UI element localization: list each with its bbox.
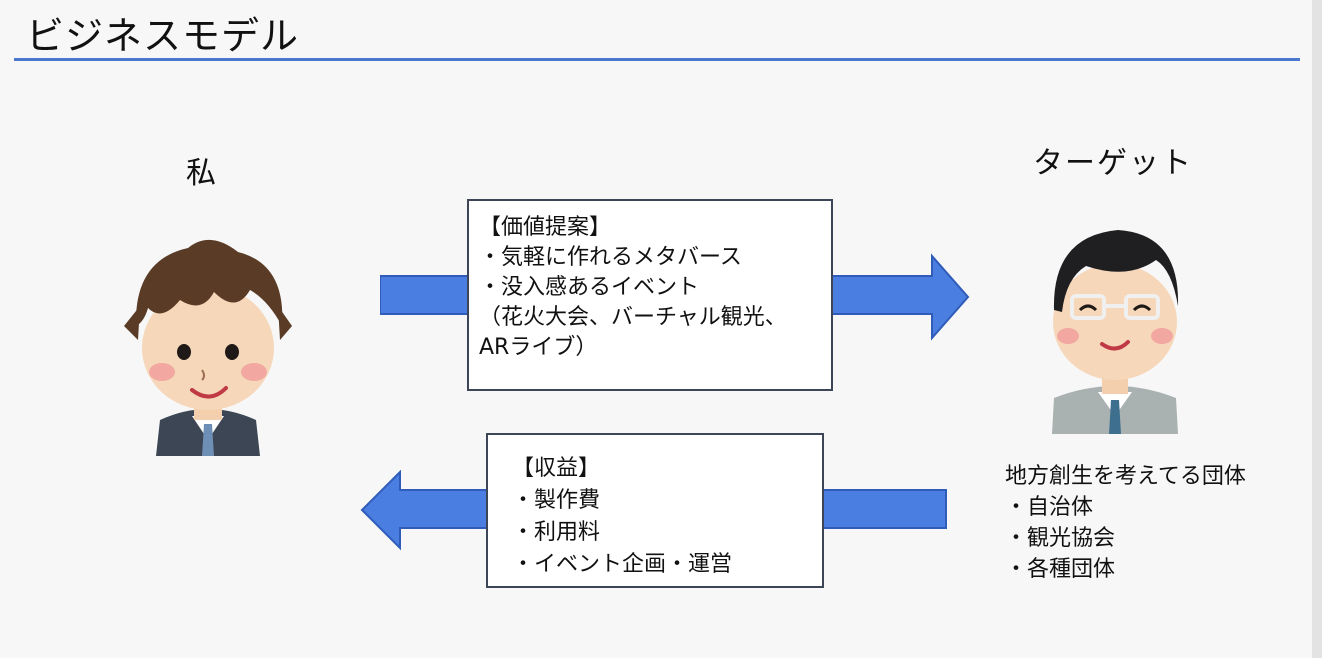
value-proposition-box: 【価値提案】 ・気軽に作れるメタバース ・没入感あるイベント （花火大会、バーチ… (467, 199, 833, 391)
me-avatar-icon (124, 239, 292, 456)
right-edge-strip (1312, 0, 1322, 658)
target-description-item: ・各種団体 (1005, 557, 1116, 582)
target-description: 地方創生を考えてる団体 ・自治体 ・観光協会 ・各種団体 (1005, 461, 1246, 585)
value-proposition-item: ・没入感あるイベント (479, 275, 700, 300)
revenue-item: ・利用料 (512, 520, 601, 545)
me-label: 私 (186, 156, 216, 191)
target-description-heading: 地方創生を考えてる団体 (1005, 464, 1246, 489)
value-proposition-item: ARライブ） (479, 335, 598, 360)
value-proposition-item: （花火大会、バーチャル観光、 (479, 305, 787, 330)
revenue-box: 【収益】 ・製作費 ・利用料 ・イベント企画・運営 (486, 433, 824, 588)
target-label: ターゲット (1033, 146, 1193, 181)
revenue-item: ・イベント企画・運営 (512, 552, 733, 577)
revenue-heading: 【収益】 (512, 456, 601, 481)
revenue-item: ・製作費 (512, 488, 601, 513)
target-avatar-icon (1052, 230, 1179, 434)
value-proposition-heading: 【価値提案】 (479, 215, 612, 240)
target-description-item: ・観光協会 (1005, 526, 1116, 551)
slide-title: ビジネスモデル (26, 14, 300, 58)
target-description-item: ・自治体 (1005, 495, 1094, 520)
value-proposition-item: ・気軽に作れるメタバース (479, 245, 742, 270)
title-underline (14, 58, 1300, 61)
